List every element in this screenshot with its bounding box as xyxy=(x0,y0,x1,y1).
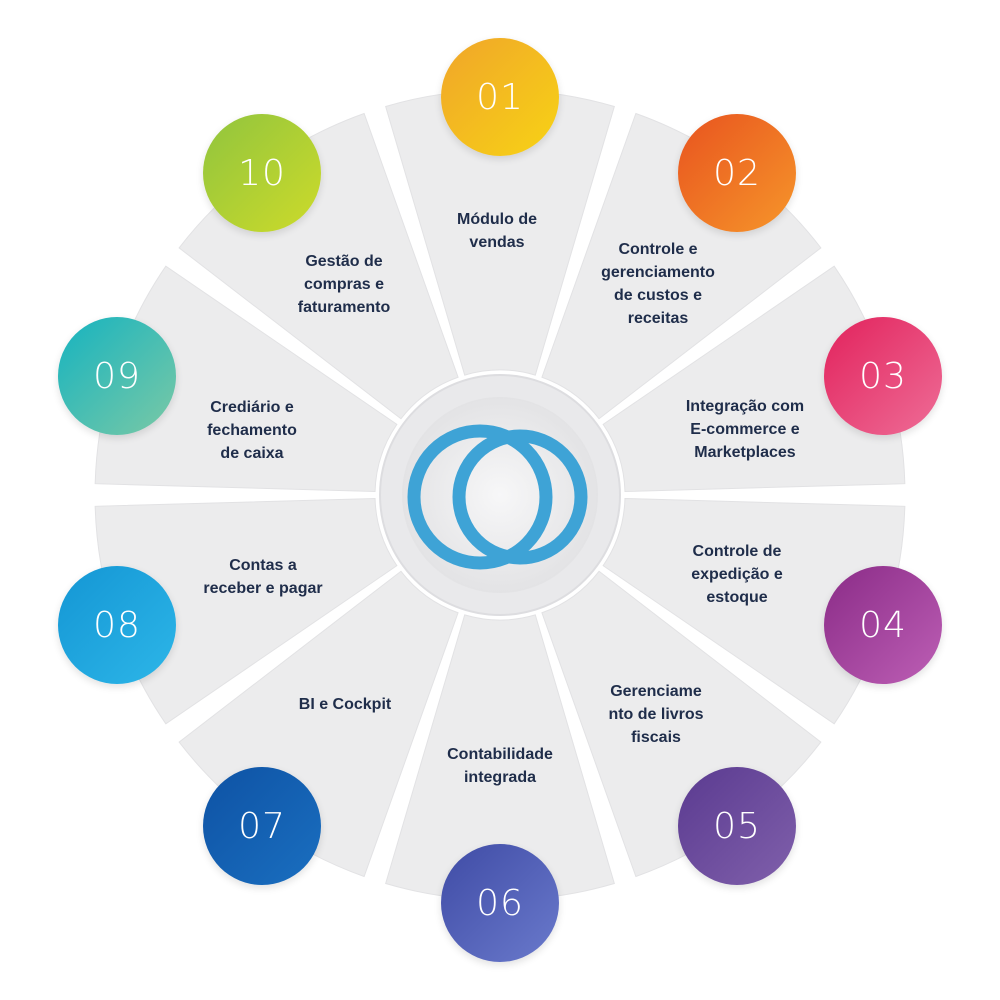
module-number-badge-01: 01 xyxy=(441,38,559,156)
module-label-05: Gerenciame nto de livros fiscais xyxy=(608,682,704,746)
module-label-06: Contabilidade integrada xyxy=(447,746,553,786)
module-label-03: Integração com E-commerce e Marketplaces xyxy=(685,397,805,461)
wheel-segment-04 xyxy=(602,497,906,725)
module-label-10: Gestão de compras e faturamento xyxy=(297,252,391,316)
module-number-badge-05: 05 xyxy=(678,767,796,885)
wheel-segment-08 xyxy=(94,497,398,725)
module-number-badge-09: 09 xyxy=(58,317,176,435)
module-number-badge-04: 04 xyxy=(824,566,942,684)
wheel-segment-09 xyxy=(94,265,398,493)
module-number-badge-03: 03 xyxy=(824,317,942,435)
module-label-04: Controle de expedição e estoque xyxy=(691,542,783,606)
wheel-segment-03 xyxy=(602,265,906,493)
module-label-08: Contas a receber e pagar xyxy=(203,557,323,597)
module-number-badge-06: 06 xyxy=(441,844,559,962)
wheel-segment-06 xyxy=(385,614,615,901)
wheel-segment-01 xyxy=(385,89,615,376)
module-label-01: Módulo de vendas xyxy=(457,211,537,251)
module-number-badge-08: 08 xyxy=(58,566,176,684)
module-number-badge-02: 02 xyxy=(678,114,796,232)
module-label-07: BI e Cockpit xyxy=(298,695,392,713)
double-ring-logo-icon xyxy=(407,424,588,570)
module-label-02: Controle e gerenciamento de custos e rec… xyxy=(601,241,715,327)
module-number-badge-07: 07 xyxy=(203,767,321,885)
module-label-09: Crediário e fechamento de caixa xyxy=(207,398,297,462)
module-number-badge-10: 10 xyxy=(203,114,321,232)
